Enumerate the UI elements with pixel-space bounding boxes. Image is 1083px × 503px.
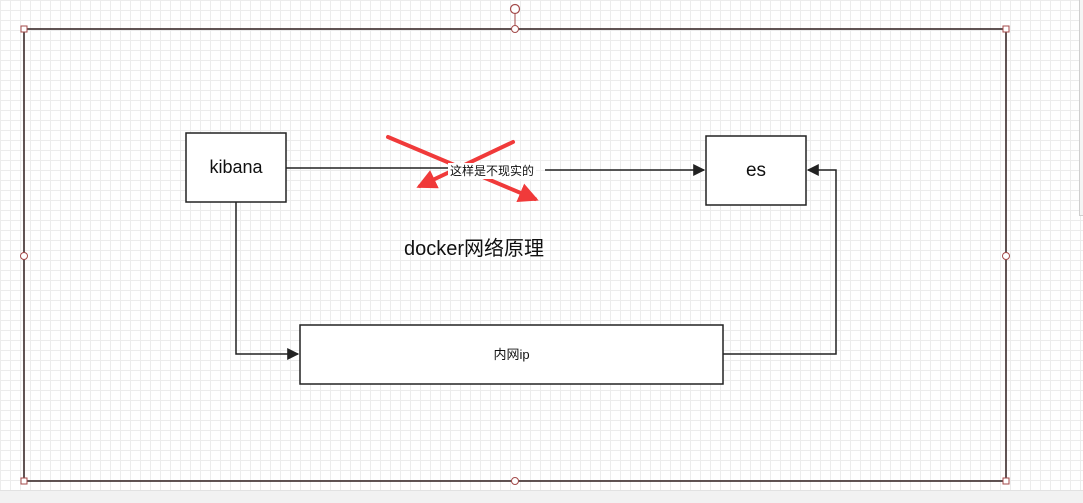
kibana-label: kibana	[209, 157, 263, 177]
resize-handle-bottom-left[interactable]	[20, 477, 28, 485]
rotate-handle[interactable]	[509, 3, 521, 15]
intranet-node[interactable]	[299, 324, 724, 385]
resize-handle-bottom-right[interactable]	[1002, 477, 1010, 485]
resize-handle-right[interactable]	[1002, 252, 1010, 260]
es-label: es	[745, 160, 767, 181]
canvas-bottom-strip	[0, 490, 1083, 503]
edge-label-not-realistic: 这样是不现实的	[448, 163, 537, 179]
vertical-scrollbar[interactable]	[1079, 0, 1083, 216]
edge-kibana-to-intranet[interactable]	[235, 202, 300, 360]
resize-handle-left[interactable]	[20, 252, 28, 260]
diagram-title: docker网络原理	[404, 238, 545, 260]
resize-handle-top-right[interactable]	[1002, 25, 1010, 33]
intranet-label: 内网ip	[493, 347, 530, 362]
resize-handle-top[interactable]	[511, 25, 519, 33]
edge-intranet-to-es[interactable]	[723, 164, 837, 355]
es-node[interactable]	[705, 135, 807, 206]
resize-handle-bottom[interactable]	[511, 477, 519, 485]
resize-handle-top-left[interactable]	[20, 25, 28, 33]
